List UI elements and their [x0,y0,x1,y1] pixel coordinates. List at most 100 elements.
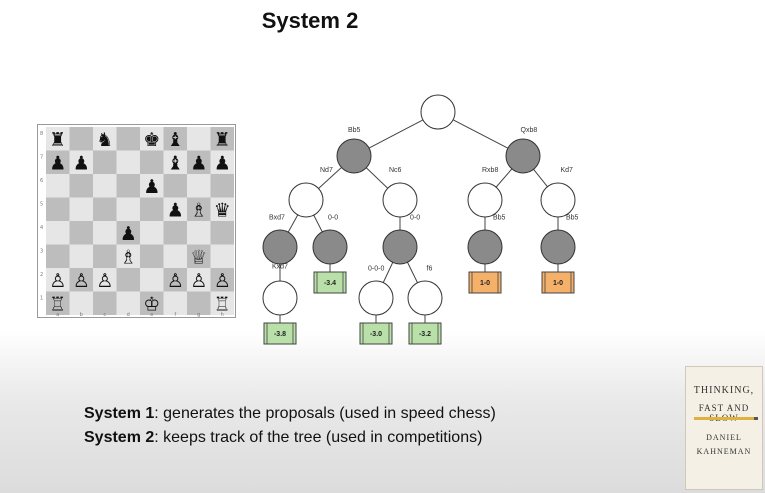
file-label: a [56,312,59,317]
leaf-score: 1-0 [553,280,563,287]
tree-edge [495,168,513,188]
board-square [210,291,234,315]
chess-piece: ♜ [49,129,66,151]
move-label: Bb5 [566,215,579,222]
player-node [467,182,503,218]
slide-title: System 2 [261,8,359,33]
move-label: 0-0-0 [368,266,384,273]
move-label: Rxb8 [482,167,498,174]
caption-system-1-label: System 1 [84,405,155,422]
pencil-icon [694,417,758,420]
board-square [140,197,164,221]
move-label: Nc6 [389,167,402,174]
board-square [46,268,70,292]
chess-piece: ♟ [190,152,207,174]
board-square [210,197,234,221]
tree-edge [318,167,342,189]
board-square [140,150,164,174]
caption-system-2-label: System 2 [84,429,155,446]
chess-piece: ♖ [49,293,66,315]
leaf-score-box [263,322,297,345]
board-square [140,127,164,151]
board-square [187,244,211,268]
board-square [187,174,211,198]
player-node [382,182,418,218]
board-square [69,221,93,245]
leaf-score-box [408,322,442,345]
file-label: b [80,312,83,317]
player-node [540,182,576,218]
board-square [46,244,70,268]
leaf-score: -3.8 [274,331,286,338]
leaf-score-box [541,271,575,294]
board-square [69,127,93,151]
move-label: Qxb8 [521,127,538,134]
chess-piece: ♙ [167,270,184,292]
board-square [210,150,234,174]
board-square [163,174,187,198]
board-square [187,127,211,151]
board-square [210,268,234,292]
file-label: f [174,312,176,317]
player-node [420,94,456,130]
opponent-node [312,229,348,265]
opponent-node [540,229,576,265]
board-square [116,244,140,268]
chess-piece: ♝ [167,152,184,174]
leaf-score-box [468,271,502,294]
file-label: d [127,312,130,317]
chess-piece: ♙ [190,270,207,292]
board-square [69,244,93,268]
chess-piece: ♝ [167,129,184,151]
rank-label: 3 [40,249,43,255]
chess-piece: ♚ [143,129,160,151]
rank-label: 1 [40,296,43,302]
chess-piece: ♔ [143,293,160,315]
board-square [93,127,117,151]
rank-label: 6 [40,178,43,184]
board-square [210,244,234,268]
rank-label: 5 [40,202,43,208]
tree-edge [313,214,323,233]
rank-label: 4 [40,225,43,231]
move-label: 0-0 [328,215,338,222]
file-label: h [221,312,224,317]
board-square [93,244,117,268]
opponent-node [467,229,503,265]
move-label: Kxd7 [272,264,288,271]
board-square [116,150,140,174]
opponent-node [262,229,298,265]
rank-label: 7 [40,155,43,161]
chess-piece: ♟ [143,176,160,198]
caption-system-2: System 2: keeps track of the tree (used … [84,429,482,447]
book-title-line-1: THINKING, [693,385,755,396]
board-square [210,174,234,198]
player-node [262,280,298,316]
move-label: 0-0 [410,215,420,222]
board-square [187,150,211,174]
board-square [46,150,70,174]
board-square [210,127,234,151]
board-square [187,268,211,292]
tree-edge [452,119,509,149]
move-label: Bxd7 [269,215,285,222]
board-square [69,268,93,292]
book-title-line-2: FAST AND SLOW [698,403,750,423]
board-square [93,150,117,174]
board-square [163,127,187,151]
player-node [407,280,443,316]
file-label: e [150,312,153,317]
tree-edge [382,262,394,283]
file-label: c [103,312,106,317]
board-square [163,291,187,315]
board-square [93,174,117,198]
tree-edge [533,168,548,188]
opponent-node [336,138,372,174]
tree-edge [407,262,418,283]
board-square [93,291,117,315]
move-label: Bb5 [493,215,506,222]
board-square [116,291,140,315]
chess-piece: ♙ [96,270,113,292]
board-square [163,150,187,174]
